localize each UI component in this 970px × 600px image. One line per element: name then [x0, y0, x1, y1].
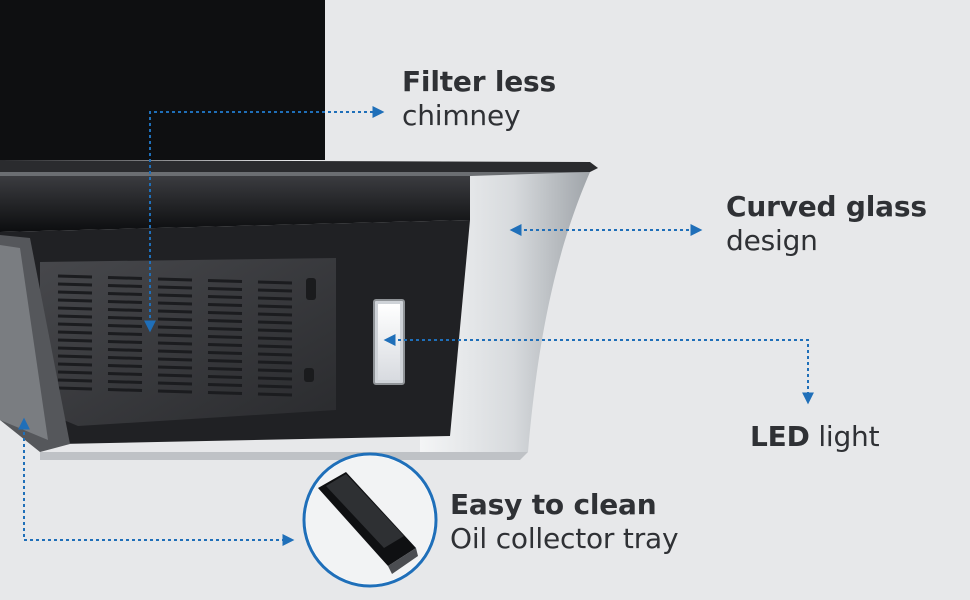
filter-slot: [207, 343, 243, 347]
filter-slot: [57, 298, 93, 303]
callout-filter-bold: Filter less: [402, 65, 556, 98]
filter-slot: [57, 290, 93, 295]
filter-slot: [157, 381, 193, 386]
filter-slot: [57, 346, 93, 351]
filter-slot: [107, 284, 143, 288]
filter-slot: [107, 388, 143, 392]
filter-slot: [157, 341, 193, 346]
filter-slot: [207, 391, 243, 395]
callout-filter-regular: chimney: [402, 99, 521, 133]
callout-filter-less-chimney: Filter less chimney: [402, 65, 556, 133]
filter-slot: [207, 287, 243, 291]
filter-slot: [257, 296, 293, 301]
hood-bottom-edge: [40, 452, 528, 460]
filter-slot: [207, 359, 243, 363]
callout-clean-regular: Oil collector tray: [450, 522, 679, 556]
filter-slot: [107, 364, 143, 368]
callout-easy-to-clean: Easy to clean Oil collector tray: [450, 488, 679, 556]
filter-slot: [107, 300, 143, 304]
filter-slot: [257, 368, 293, 373]
filter-slot: [57, 370, 93, 375]
led-light: [378, 304, 400, 380]
filter-slot: [107, 316, 143, 320]
filter-slot: [57, 282, 93, 287]
filter-slot: [257, 328, 293, 333]
filter-slot: [257, 360, 293, 365]
filter-slot: [157, 277, 193, 282]
arrow-filter: [144, 106, 385, 333]
filter-slot: [157, 301, 193, 306]
filter-slot: [157, 309, 193, 314]
arrow-led: [383, 334, 814, 405]
filter-slot: [157, 349, 193, 354]
filter-slot: [57, 362, 93, 367]
filter-slot: [57, 274, 93, 279]
filter-slot: [207, 335, 243, 339]
filter-slot: [107, 340, 143, 344]
filter-slot: [157, 325, 193, 330]
filter-slot: [57, 306, 93, 311]
filter-slot: [57, 354, 93, 359]
callout-curved-glass-design: Curved glass design: [726, 190, 927, 258]
filter-slot: [107, 276, 143, 280]
filter-slot: [107, 324, 143, 328]
filter-slot: [207, 375, 243, 379]
filter-slot: [107, 372, 143, 376]
filter-slot: [157, 389, 193, 394]
filter-slot: [57, 386, 93, 391]
callout-curved-bold: Curved glass: [726, 190, 927, 223]
filter-slot: [257, 376, 293, 381]
control-mark-bottom: [304, 368, 314, 382]
side-tray-shadow: [0, 245, 48, 440]
filter-slot: [157, 317, 193, 322]
filter-slot: [207, 327, 243, 331]
filter-slot: [257, 344, 293, 349]
filter-slot: [157, 373, 193, 378]
callout-led-bold: LED: [750, 420, 810, 453]
callout-curved-regular: design: [726, 224, 818, 258]
filter-slot: [257, 312, 293, 317]
filter-slot: [157, 293, 193, 298]
filter-slot: [207, 383, 243, 387]
filter-slot: [257, 288, 293, 293]
filter-slot: [107, 380, 143, 384]
filter-slot: [107, 308, 143, 312]
filter-slot: [207, 351, 243, 355]
filter-slot: [157, 285, 193, 290]
arrow-clean: [18, 417, 295, 546]
filter-slot: [257, 336, 293, 341]
callout-led-light: LED light: [750, 420, 880, 454]
control-mark-top: [306, 278, 316, 300]
filter-slot: [107, 356, 143, 360]
filter-slot: [57, 338, 93, 343]
filter-slot: [107, 292, 143, 296]
filter-slot: [157, 357, 193, 362]
filter-slot: [57, 330, 93, 335]
filter-slot: [207, 295, 243, 299]
filter-slot: [57, 378, 93, 383]
filter-slot: [257, 384, 293, 389]
oil-tray-inset: [302, 452, 438, 588]
filter-slot: [207, 303, 243, 307]
filter-slot: [207, 319, 243, 323]
filter-slot: [257, 352, 293, 357]
filter-slot: [257, 320, 293, 325]
filter-slot: [107, 348, 143, 352]
filter-slot: [257, 280, 293, 285]
filter-slot: [107, 332, 143, 336]
filter-slot: [207, 367, 243, 371]
filter-slot: [57, 322, 93, 327]
filter-slot: [207, 311, 243, 315]
filter-slot: [157, 365, 193, 370]
filter-slot: [257, 304, 293, 309]
chimney: [0, 0, 325, 160]
filter-slot: [207, 279, 243, 283]
filter-slot: [257, 392, 293, 397]
filter-slot: [157, 333, 193, 338]
glass-panel: [0, 160, 598, 172]
filter-slot: [57, 314, 93, 319]
callout-led-regular: light: [809, 420, 880, 453]
callout-clean-bold: Easy to clean: [450, 488, 657, 521]
